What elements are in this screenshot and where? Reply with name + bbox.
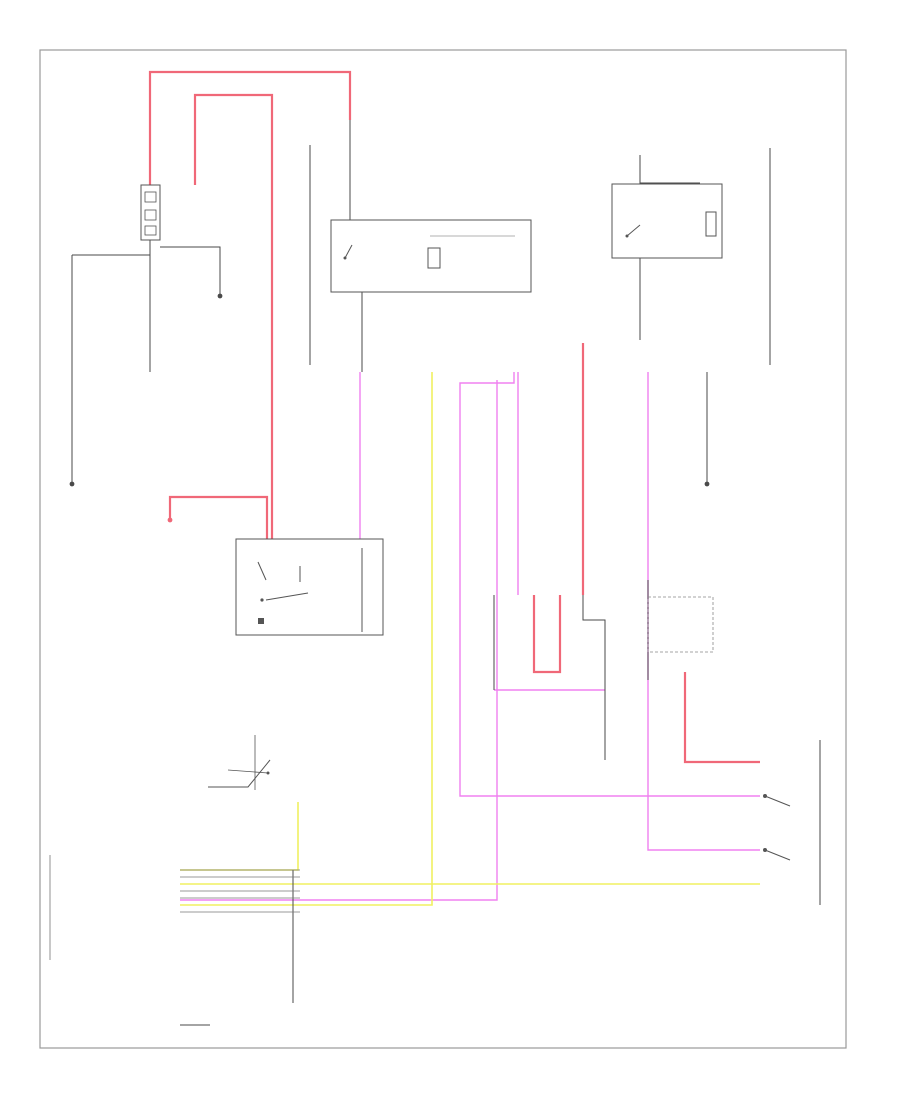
ground-point-fuse: [217, 293, 223, 299]
signal-wires-yellow: [180, 372, 760, 906]
ground-point-red: [167, 517, 173, 523]
battery-feed-wires: [148, 70, 760, 764]
ecm-connector: [49, 855, 300, 960]
ground-point-right: [704, 481, 710, 487]
key-release-relay: [611, 183, 723, 259]
diagram-frame: [39, 49, 847, 1049]
ignition-switch: [208, 735, 271, 790]
starter-relay: [330, 219, 532, 293]
control-wires-pink: [180, 372, 760, 901]
starter-motor: [235, 538, 384, 636]
clutch-switch: [763, 794, 791, 861]
underhood-fuse-block: [140, 184, 161, 241]
ground-point-left: [69, 481, 75, 487]
shift-lock-module: [647, 596, 714, 653]
